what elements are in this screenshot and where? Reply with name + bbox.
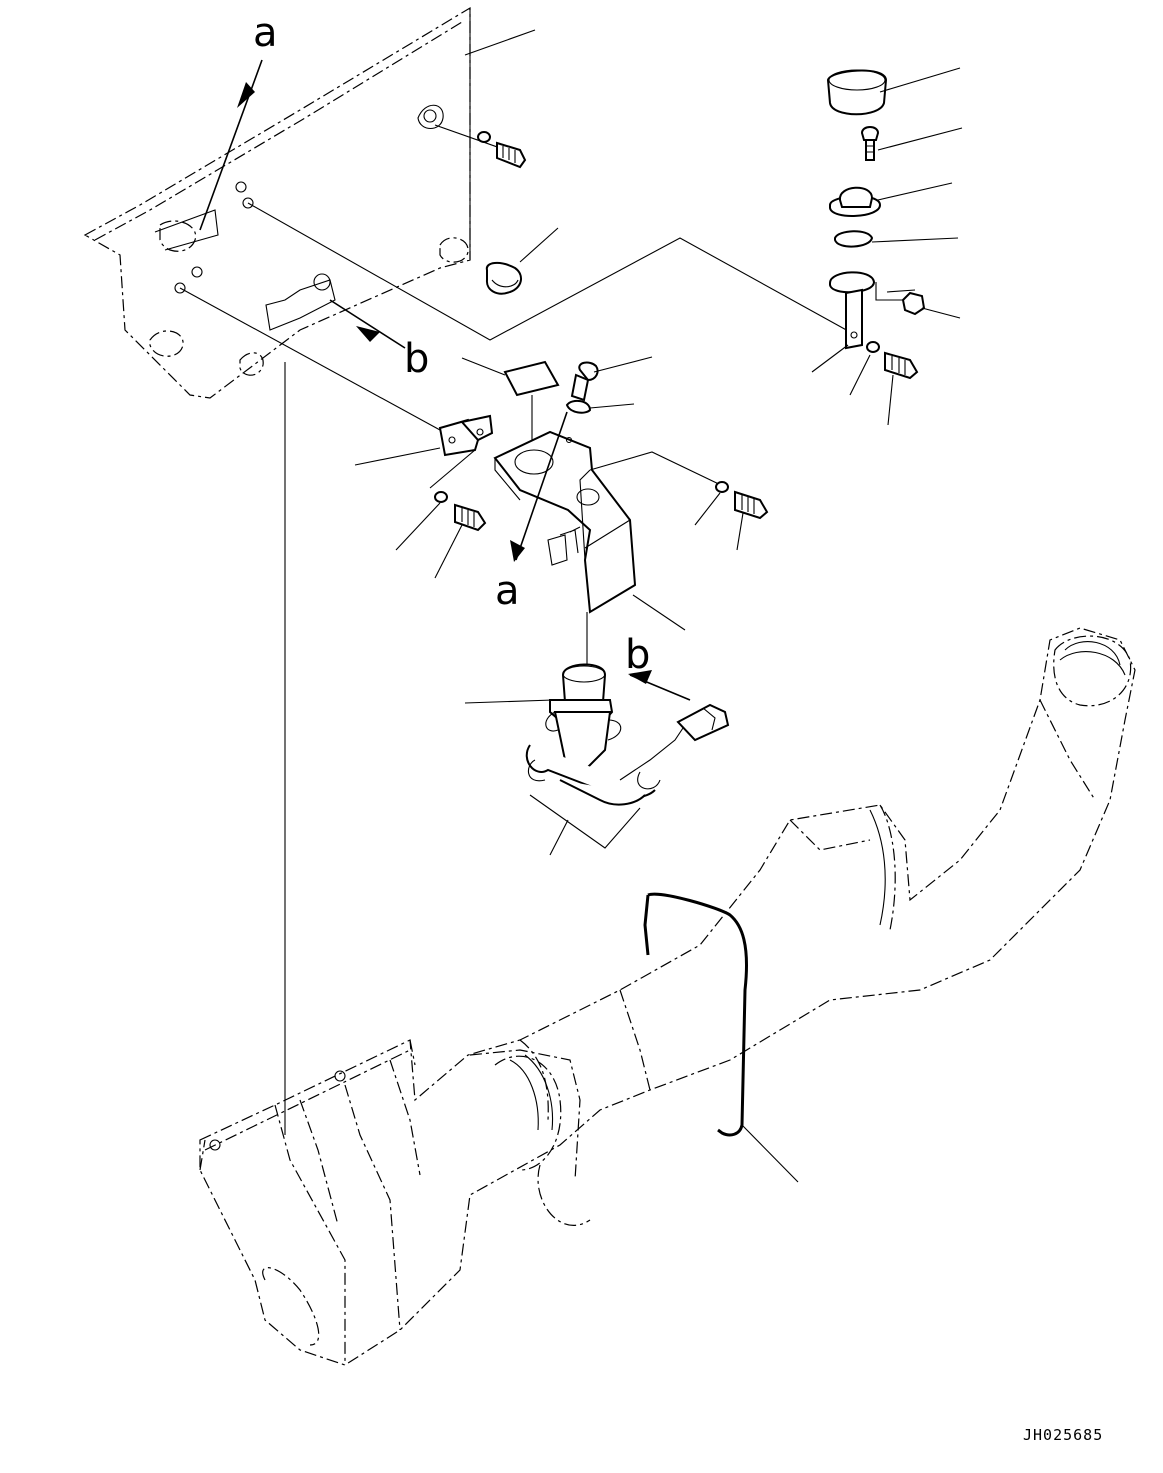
switch-bracket (493, 430, 726, 680)
reference-arrow-a-top: a (199, 10, 278, 231)
cap-assembly (811, 67, 963, 426)
ref-label-a-mid: a (495, 568, 520, 614)
pad (461, 357, 560, 440)
band (643, 892, 799, 1183)
connector-line (179, 287, 441, 431)
switch-harness (464, 663, 730, 856)
small-bracket (354, 414, 494, 579)
reference-arrow-a-mid: a (495, 411, 568, 614)
ref-label-a-top: a (253, 10, 278, 56)
ref-label-b-top: b (404, 336, 429, 382)
connector-line (247, 202, 851, 341)
leader-line (464, 29, 536, 56)
bolt-washer-panel (434, 124, 527, 169)
reference-arrow-b-mid: b (625, 632, 691, 701)
hose-clamp (485, 227, 559, 295)
duct-body (199, 627, 1136, 1366)
reference-arrow-b-top: b (329, 299, 429, 382)
ref-label-b-mid: b (625, 632, 650, 678)
screw-bracket (565, 356, 653, 414)
side-panel (83, 6, 536, 399)
drawing-code: JH025685 (1023, 1426, 1103, 1444)
bolt-washer-bracket (694, 481, 769, 551)
